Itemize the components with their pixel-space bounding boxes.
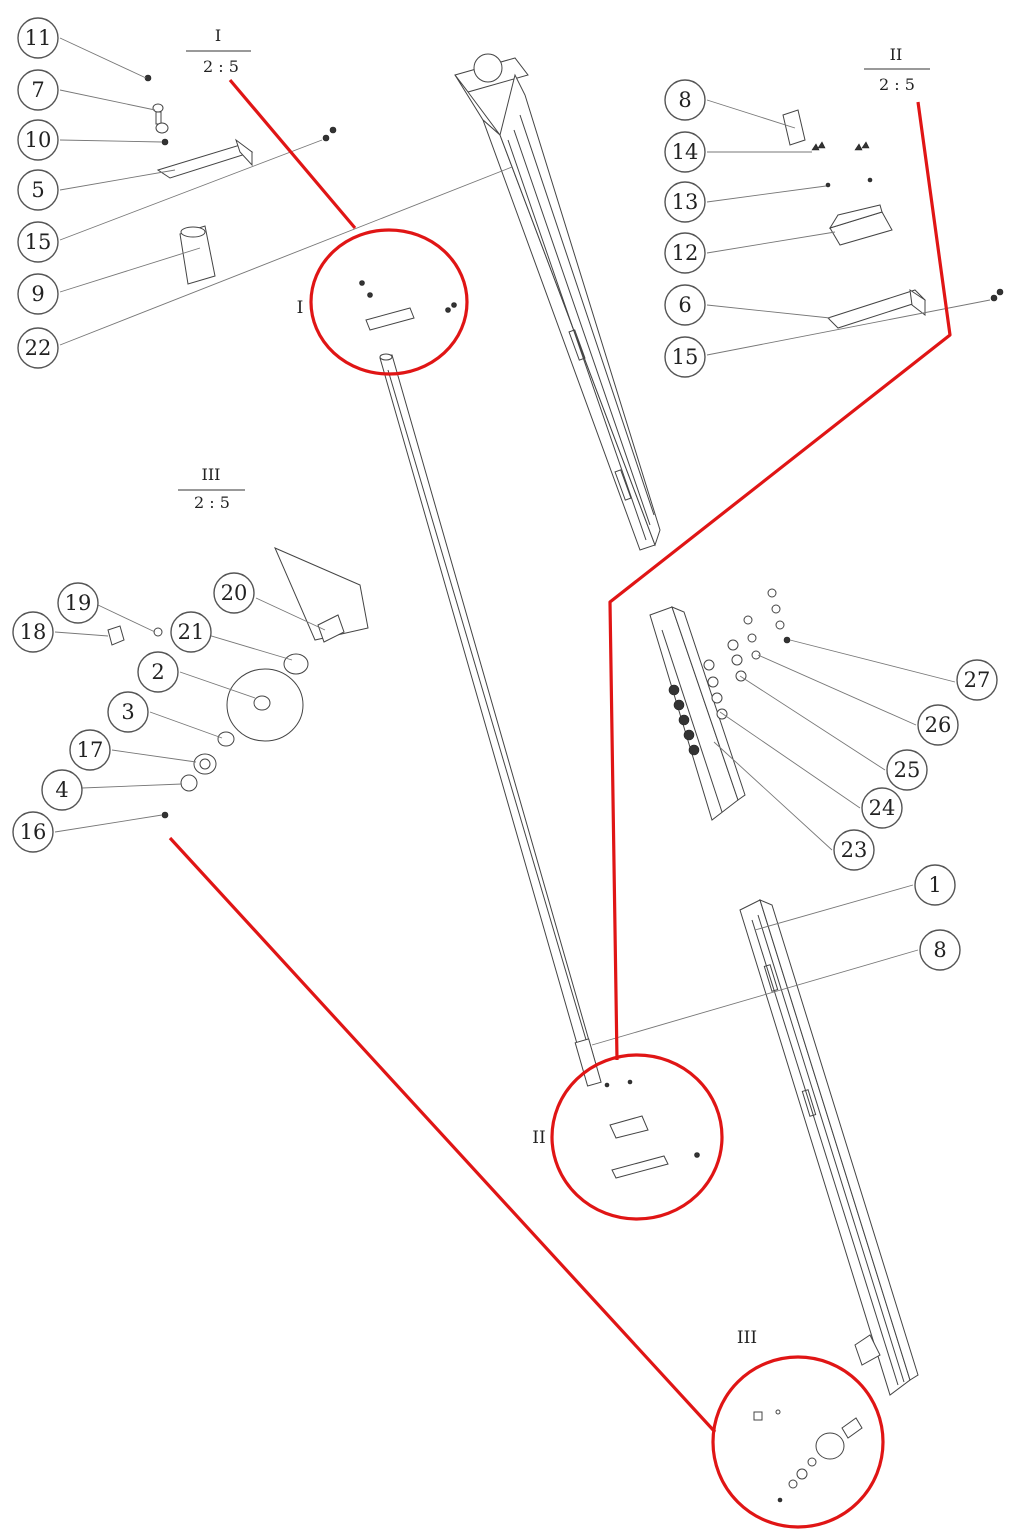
- part-number: 10: [25, 128, 52, 152]
- part-number: 5: [31, 178, 44, 202]
- part-number: 20: [221, 581, 248, 605]
- part-bubble: 25: [886, 749, 928, 791]
- scale-label-I-ratio: 2 : 5: [203, 57, 239, 76]
- part-number: 8: [678, 88, 691, 112]
- part-number: 27: [964, 668, 991, 692]
- detail-label-II: II: [532, 1128, 545, 1148]
- part-number: 14: [672, 140, 699, 164]
- part-number: 24: [869, 796, 896, 820]
- side-rail-segment: [649, 606, 746, 821]
- part-number: 3: [121, 700, 134, 724]
- part-bubble: 26: [917, 704, 959, 746]
- part-bubble: 4: [41, 769, 83, 811]
- scale-label-III-ratio: 2 : 5: [194, 493, 230, 512]
- part-bubble: 9: [17, 273, 59, 315]
- part-bubble: 27: [956, 659, 998, 701]
- part-number: 21: [178, 620, 205, 644]
- long-rod: [379, 353, 602, 1087]
- scale-label-II-id: II: [890, 45, 903, 64]
- bubbles-detail-II: 8 14 13 12 6 15: [664, 79, 706, 378]
- part-number: 6: [678, 293, 691, 317]
- part-bubble: 12: [664, 232, 706, 274]
- part-bubble: 10: [17, 119, 59, 161]
- scale-label-III: III 2 : 5: [178, 465, 245, 512]
- scale-label-II-ratio: 2 : 5: [879, 75, 915, 94]
- detail-label-III: III: [737, 1328, 757, 1348]
- part-number: 18: [20, 620, 47, 644]
- part-bubble: 7: [17, 69, 59, 111]
- part-number: 13: [672, 190, 699, 214]
- part-number: 26: [925, 713, 952, 737]
- part-bubble: 15: [17, 221, 59, 263]
- detail-I-parts: [144, 74, 337, 285]
- washer-stack: [703, 588, 791, 720]
- bubbles-detail-I: 11 7 10 5 15 9 22: [17, 17, 59, 369]
- part-bubble: 13: [664, 181, 706, 223]
- part-bubble: 19: [57, 582, 99, 624]
- part-number: 12: [672, 241, 699, 265]
- part-bubble: 2: [137, 651, 179, 693]
- part-number: 22: [25, 336, 52, 360]
- part-number: 9: [31, 282, 44, 306]
- part-number: 7: [31, 78, 44, 102]
- detail-II-circle-parts: [604, 1079, 700, 1179]
- part-bubble: 17: [69, 729, 111, 771]
- part-bubble: 21: [170, 611, 212, 653]
- scale-label-I-id: I: [215, 26, 221, 45]
- scale-label-I: I 2 : 5: [186, 26, 251, 76]
- part-number: 19: [65, 591, 92, 615]
- part-bubble: 14: [664, 131, 706, 173]
- part-bubble: 8: [919, 929, 961, 971]
- part-bubble: 5: [17, 169, 59, 211]
- bubbles-rail: 27 26 25 24 23 1 8: [833, 659, 998, 971]
- detail-II-parts: [782, 109, 1004, 329]
- lower-rail: [739, 899, 919, 1396]
- upper-rail: [454, 53, 661, 551]
- scale-label-III-id: III: [202, 465, 221, 484]
- bubbles-detail-III: 19 18 20 21 2 3 17 4 16: [12, 572, 255, 853]
- part-bubble: 23: [833, 829, 875, 871]
- part-bubble: 15: [664, 336, 706, 378]
- part-number: 23: [841, 838, 868, 862]
- part-number: 2: [151, 660, 164, 684]
- part-bubble: 20: [213, 572, 255, 614]
- detail-III-circle-parts: [753, 1409, 863, 1503]
- part-number: 11: [25, 26, 52, 50]
- part-number: 4: [55, 778, 68, 802]
- part-bubble: 22: [17, 327, 59, 369]
- detail-label-I: I: [297, 298, 304, 318]
- part-number: 16: [20, 820, 47, 844]
- part-bubble: 6: [664, 284, 706, 326]
- part-number: 17: [77, 738, 104, 762]
- part-number: 8: [933, 938, 946, 962]
- callout-II: [550, 101, 952, 1221]
- part-bubble: 16: [12, 811, 54, 853]
- callout-III: [168, 836, 885, 1529]
- part-bubble: 18: [12, 611, 54, 653]
- part-number: 25: [894, 758, 921, 782]
- scale-label-II: II 2 : 5: [864, 45, 930, 94]
- callout-I: [228, 78, 469, 376]
- part-number: 15: [672, 345, 699, 369]
- part-number: 15: [25, 230, 52, 254]
- part-bubble: 24: [861, 787, 903, 829]
- part-bubble: 8: [664, 79, 706, 121]
- part-bubble: 11: [17, 17, 59, 59]
- part-number: 1: [928, 873, 941, 897]
- part-bubble: 3: [107, 691, 149, 733]
- detail-I-circle-parts: [359, 280, 457, 331]
- part-bubble: 1: [914, 864, 956, 906]
- leader-lines: [54, 37, 991, 1046]
